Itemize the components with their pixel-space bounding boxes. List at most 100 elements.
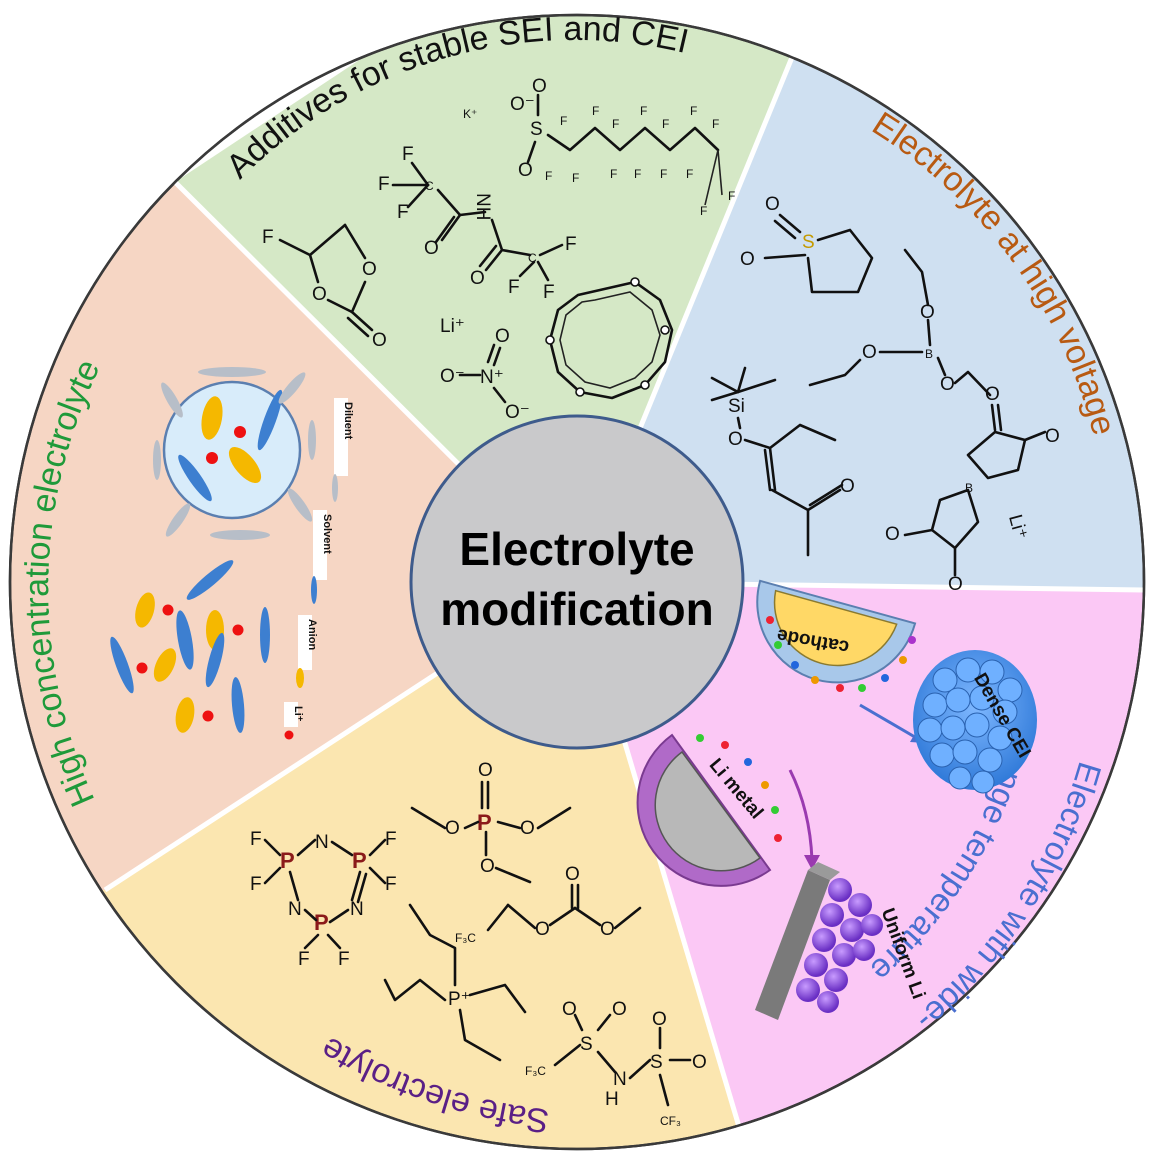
svg-text:O: O [532,76,547,97]
center-disc [409,414,745,750]
svg-text:O: O [728,429,743,450]
svg-text:O: O [520,818,535,839]
svg-text:F: F [250,874,262,895]
molecule-tfsi: F₃C S O O N H S O O CF₃ [525,999,707,1128]
svg-text:F: F [262,227,274,248]
cathode-core [773,589,898,667]
svg-text:O⁻: O⁻ [510,94,535,115]
svg-text:F: F [686,167,693,181]
svg-text:O: O [495,326,510,347]
sector-additives [175,15,795,582]
shell-contents [178,389,283,502]
label-diluent: Diluent [342,402,354,440]
center-title-line2: modification [440,583,713,635]
svg-text:O: O [840,476,855,497]
svg-text:F: F [385,874,397,895]
svg-text:O: O [940,374,955,395]
molecules-high-voltage: O S O O B O O Si O [710,194,1060,595]
svg-text:F: F [508,277,520,298]
molecule-fec-carbonate: O O F₃C O [455,864,642,945]
svg-text:F: F [545,169,552,183]
svg-text:F: F [712,117,719,131]
svg-text:O: O [948,574,963,595]
free-species [110,560,270,733]
svg-text:F: F [250,829,262,850]
svg-text:N: N [350,899,364,920]
svg-text:S: S [580,1034,593,1055]
svg-text:B: B [925,347,933,361]
svg-text:O: O [565,864,580,885]
svg-text:P: P [314,910,329,935]
svg-text:Li⁺: Li⁺ [440,316,465,337]
molecule-tmp: O P O O O [410,760,572,884]
cathode-particles [766,616,916,692]
svg-text:F: F [592,104,599,118]
wide-temp-illustration: cathode Dense CEI Li metal [636,579,1037,1020]
svg-text:F: F [543,282,555,303]
molecule-borate: O B O O [808,248,992,397]
svg-text:O: O [740,249,755,270]
molecule-phosphazene: F F P N P F F N P N F F [250,829,397,970]
molecule-amide: F F F C O NH O C F F F [378,144,577,303]
svg-text:F: F [565,234,577,255]
svg-text:F: F [700,204,707,218]
dense-cei-cluster [913,650,1037,794]
svg-text:O⁻: O⁻ [440,366,465,387]
arrow-cathode-cei [859,703,921,742]
svg-text:O: O [765,194,780,215]
svg-text:F: F [338,949,350,970]
svg-text:P: P [352,848,367,873]
label-anion: Anion [306,619,318,650]
svg-text:O: O [470,268,485,289]
svg-text:P: P [477,810,492,835]
svg-text:O: O [535,919,550,940]
svg-text:O⁻: O⁻ [505,402,530,423]
svg-text:O: O [372,330,387,351]
arrow-li-uniform [788,769,814,861]
svg-text:N: N [315,832,329,853]
svg-text:O: O [424,238,439,259]
li-metal-core [654,750,762,872]
svg-text:O: O [920,302,935,323]
high-concentration-illustration: Diluent Solvent Anion Li⁺ [110,367,354,740]
svg-text:O: O [612,999,627,1020]
svg-text:F₃C: F₃C [525,1064,546,1078]
label-solvent: Solvent [321,514,333,554]
svg-text:O: O [600,919,615,940]
svg-text:S: S [650,1052,663,1073]
svg-text:O: O [985,384,1000,405]
diluent-ring [153,367,316,540]
molecule-phosphonium: P⁺ [383,903,527,1062]
label-li-ion: Li⁺ [292,706,304,722]
molecule-fec: F O O O [262,223,387,351]
svg-text:F: F [385,829,397,850]
svg-text:F: F [378,174,390,195]
svg-text:F: F [397,202,409,223]
svg-text:O: O [692,1052,707,1073]
svg-text:N: N [288,899,302,920]
svg-text:P⁺: P⁺ [448,989,471,1010]
center-title-line1: Electrolyte [459,523,694,575]
uniform-li-block [755,862,883,1020]
svg-text:B: B [965,481,973,495]
molecule-pfos: K⁺ O⁻ S O O F F F F F F F F F F F F F F … [463,76,735,218]
svg-text:S: S [802,232,815,253]
svg-text:F: F [662,117,669,131]
svg-text:P: P [280,848,295,873]
svg-text:F: F [640,104,647,118]
svg-text:O: O [478,760,493,781]
svg-text:O: O [480,856,495,877]
svg-text:F: F [402,144,414,165]
svg-text:O: O [862,342,877,363]
svg-text:F: F [660,167,667,181]
molecules-safe: O P O O O F F P N P F F [250,760,707,1128]
svg-text:F: F [634,167,641,181]
svg-text:F: F [728,189,735,203]
svg-text:C: C [425,179,434,193]
svg-text:O: O [1045,426,1060,447]
svg-text:H: H [605,1089,619,1110]
svg-text:F: F [560,114,567,128]
svg-text:O: O [562,999,577,1020]
